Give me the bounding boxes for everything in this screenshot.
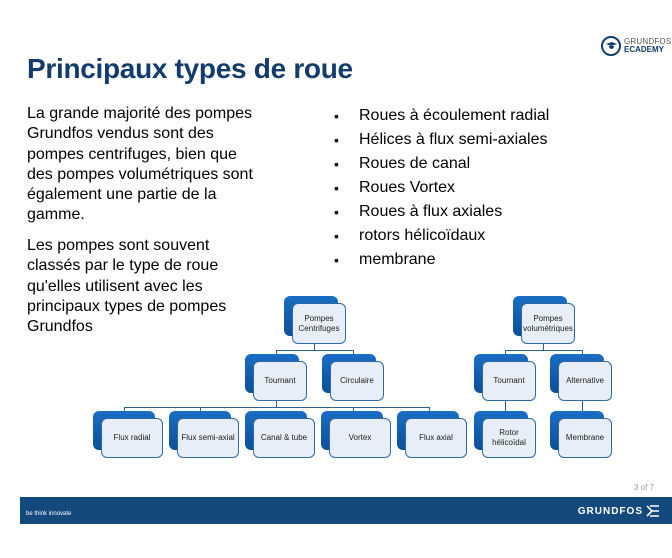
node-pompes-centrifuges: Pompes Centrifuges bbox=[284, 296, 346, 344]
grundfos-x-icon bbox=[646, 505, 659, 517]
bullet-icon: • bbox=[334, 132, 339, 148]
bullet-icon: • bbox=[334, 228, 339, 244]
grundfos-ecademy-logo: GRUNDFOS ECADEMY bbox=[601, 36, 671, 56]
connector-line bbox=[124, 407, 125, 414]
list-item: •Roues à écoulement radial bbox=[334, 104, 549, 128]
connector-line bbox=[314, 343, 315, 351]
list-item: •Roues Vortex bbox=[334, 176, 549, 200]
node-tournant-volumetrique: Tournant bbox=[474, 354, 536, 401]
connector-line bbox=[353, 407, 354, 414]
logo-line1: GRUNDFOS bbox=[624, 37, 672, 46]
node-canal-tube: Canal & tube bbox=[245, 411, 315, 458]
connector-line bbox=[124, 407, 430, 408]
connector-line bbox=[505, 350, 582, 351]
logo-line2: ECADEMY bbox=[624, 45, 665, 54]
connector-line bbox=[505, 350, 506, 356]
connector-line bbox=[276, 400, 277, 408]
list-item: •Hélices à flux semi-axiales bbox=[334, 128, 549, 152]
grundfos-logo: GRUNDFOS bbox=[578, 505, 660, 517]
footer-bar: be think innovate GRUNDFOS bbox=[20, 497, 672, 524]
node-flux-radial: Flux radial bbox=[93, 411, 163, 458]
node-pompes-volumetriques: Pompes volumétriques bbox=[513, 296, 575, 344]
list-item: •membrane bbox=[334, 248, 549, 272]
node-circulaire: Circulaire bbox=[322, 354, 384, 401]
intro-paragraph: La grande majorité des pompes Grundfos v… bbox=[27, 105, 253, 224]
list-item: •rotors hélicoïdaux bbox=[334, 224, 549, 248]
page-title: Principaux types de roue bbox=[27, 53, 353, 84]
connector-line bbox=[276, 350, 353, 351]
footer-tagline: be think innovate bbox=[26, 511, 72, 517]
bullet-icon: • bbox=[334, 108, 339, 124]
node-flux-semi-axial: Flux semi-axial bbox=[169, 411, 239, 458]
connector-line bbox=[582, 400, 583, 414]
impeller-types-list: •Roues à écoulement radial •Hélices à fl… bbox=[334, 104, 549, 272]
bullet-icon: • bbox=[334, 252, 339, 268]
node-vortex: Vortex bbox=[321, 411, 391, 458]
node-tournant-centrifuge: Tournant bbox=[245, 354, 307, 401]
node-flux-axial: Flux axial bbox=[397, 411, 467, 458]
node-rotor-helicoidal: Rotor hélicoïdal bbox=[474, 411, 536, 458]
bullet-icon: • bbox=[334, 204, 339, 220]
graduation-cap-icon bbox=[601, 36, 621, 56]
node-alternative: Alternative bbox=[550, 354, 612, 401]
connector-line bbox=[200, 407, 201, 414]
connector-line bbox=[543, 343, 544, 351]
list-item: •Roues de canal bbox=[334, 152, 549, 176]
connector-line bbox=[276, 350, 277, 356]
bullet-icon: • bbox=[334, 180, 339, 196]
connector-line bbox=[505, 400, 506, 414]
connector-line bbox=[582, 350, 583, 356]
classification-paragraph: Les pompes sont souvent classés par le t… bbox=[27, 237, 227, 336]
brand-text: GRUNDFOS bbox=[577, 505, 643, 517]
page-number: 3 of 7 bbox=[634, 483, 655, 492]
node-membrane: Membrane bbox=[550, 411, 612, 458]
bullet-icon: • bbox=[334, 156, 339, 172]
list-item: •Roues à flux axiales bbox=[334, 200, 549, 224]
connector-line bbox=[353, 350, 354, 356]
connector-line bbox=[429, 407, 430, 414]
